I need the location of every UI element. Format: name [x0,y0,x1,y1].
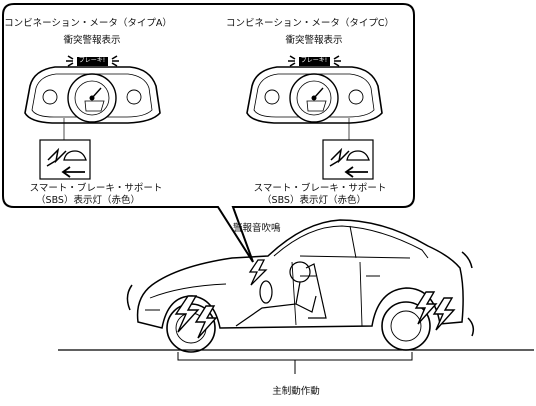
sbs-c-label-1: スマート・ブレーキ・サポート [253,183,387,194]
meter-a-title: コンビネーション・メータ（タイプA） [4,18,172,29]
meter-cluster-a [24,55,161,140]
sbs-c-label-2: （SBS）表示灯（赤色） [262,195,366,206]
sbs-a-label-2: （SBS）表示灯（赤色） [36,195,140,206]
brake-warning-c: ブレーキ! [300,57,328,64]
buzzer-label: 警報音吹鳴 [233,223,281,234]
sbs-indicator-icon [322,139,374,180]
sbs-indicator-icon [39,139,91,180]
car-illustration [136,219,464,353]
sbs-a-label-1: スマート・ブレーキ・サポート [29,183,163,194]
main-brake-label: 主制動作動 [272,386,320,397]
main-brake-bracket [177,352,413,374]
motion-lines [126,251,475,337]
brake-warning-a: ブレーキ! [78,57,106,64]
meter-a-subtitle: 衝突警報表示 [63,35,121,46]
buzzer-lightning-icon [248,259,268,286]
meter-c-title: コンビネーション・メータ（タイプC） [226,18,394,29]
meter-cluster-c [246,55,383,140]
brake-lightning-icon [174,291,456,339]
meter-c-subtitle: 衝突警報表示 [285,35,343,46]
